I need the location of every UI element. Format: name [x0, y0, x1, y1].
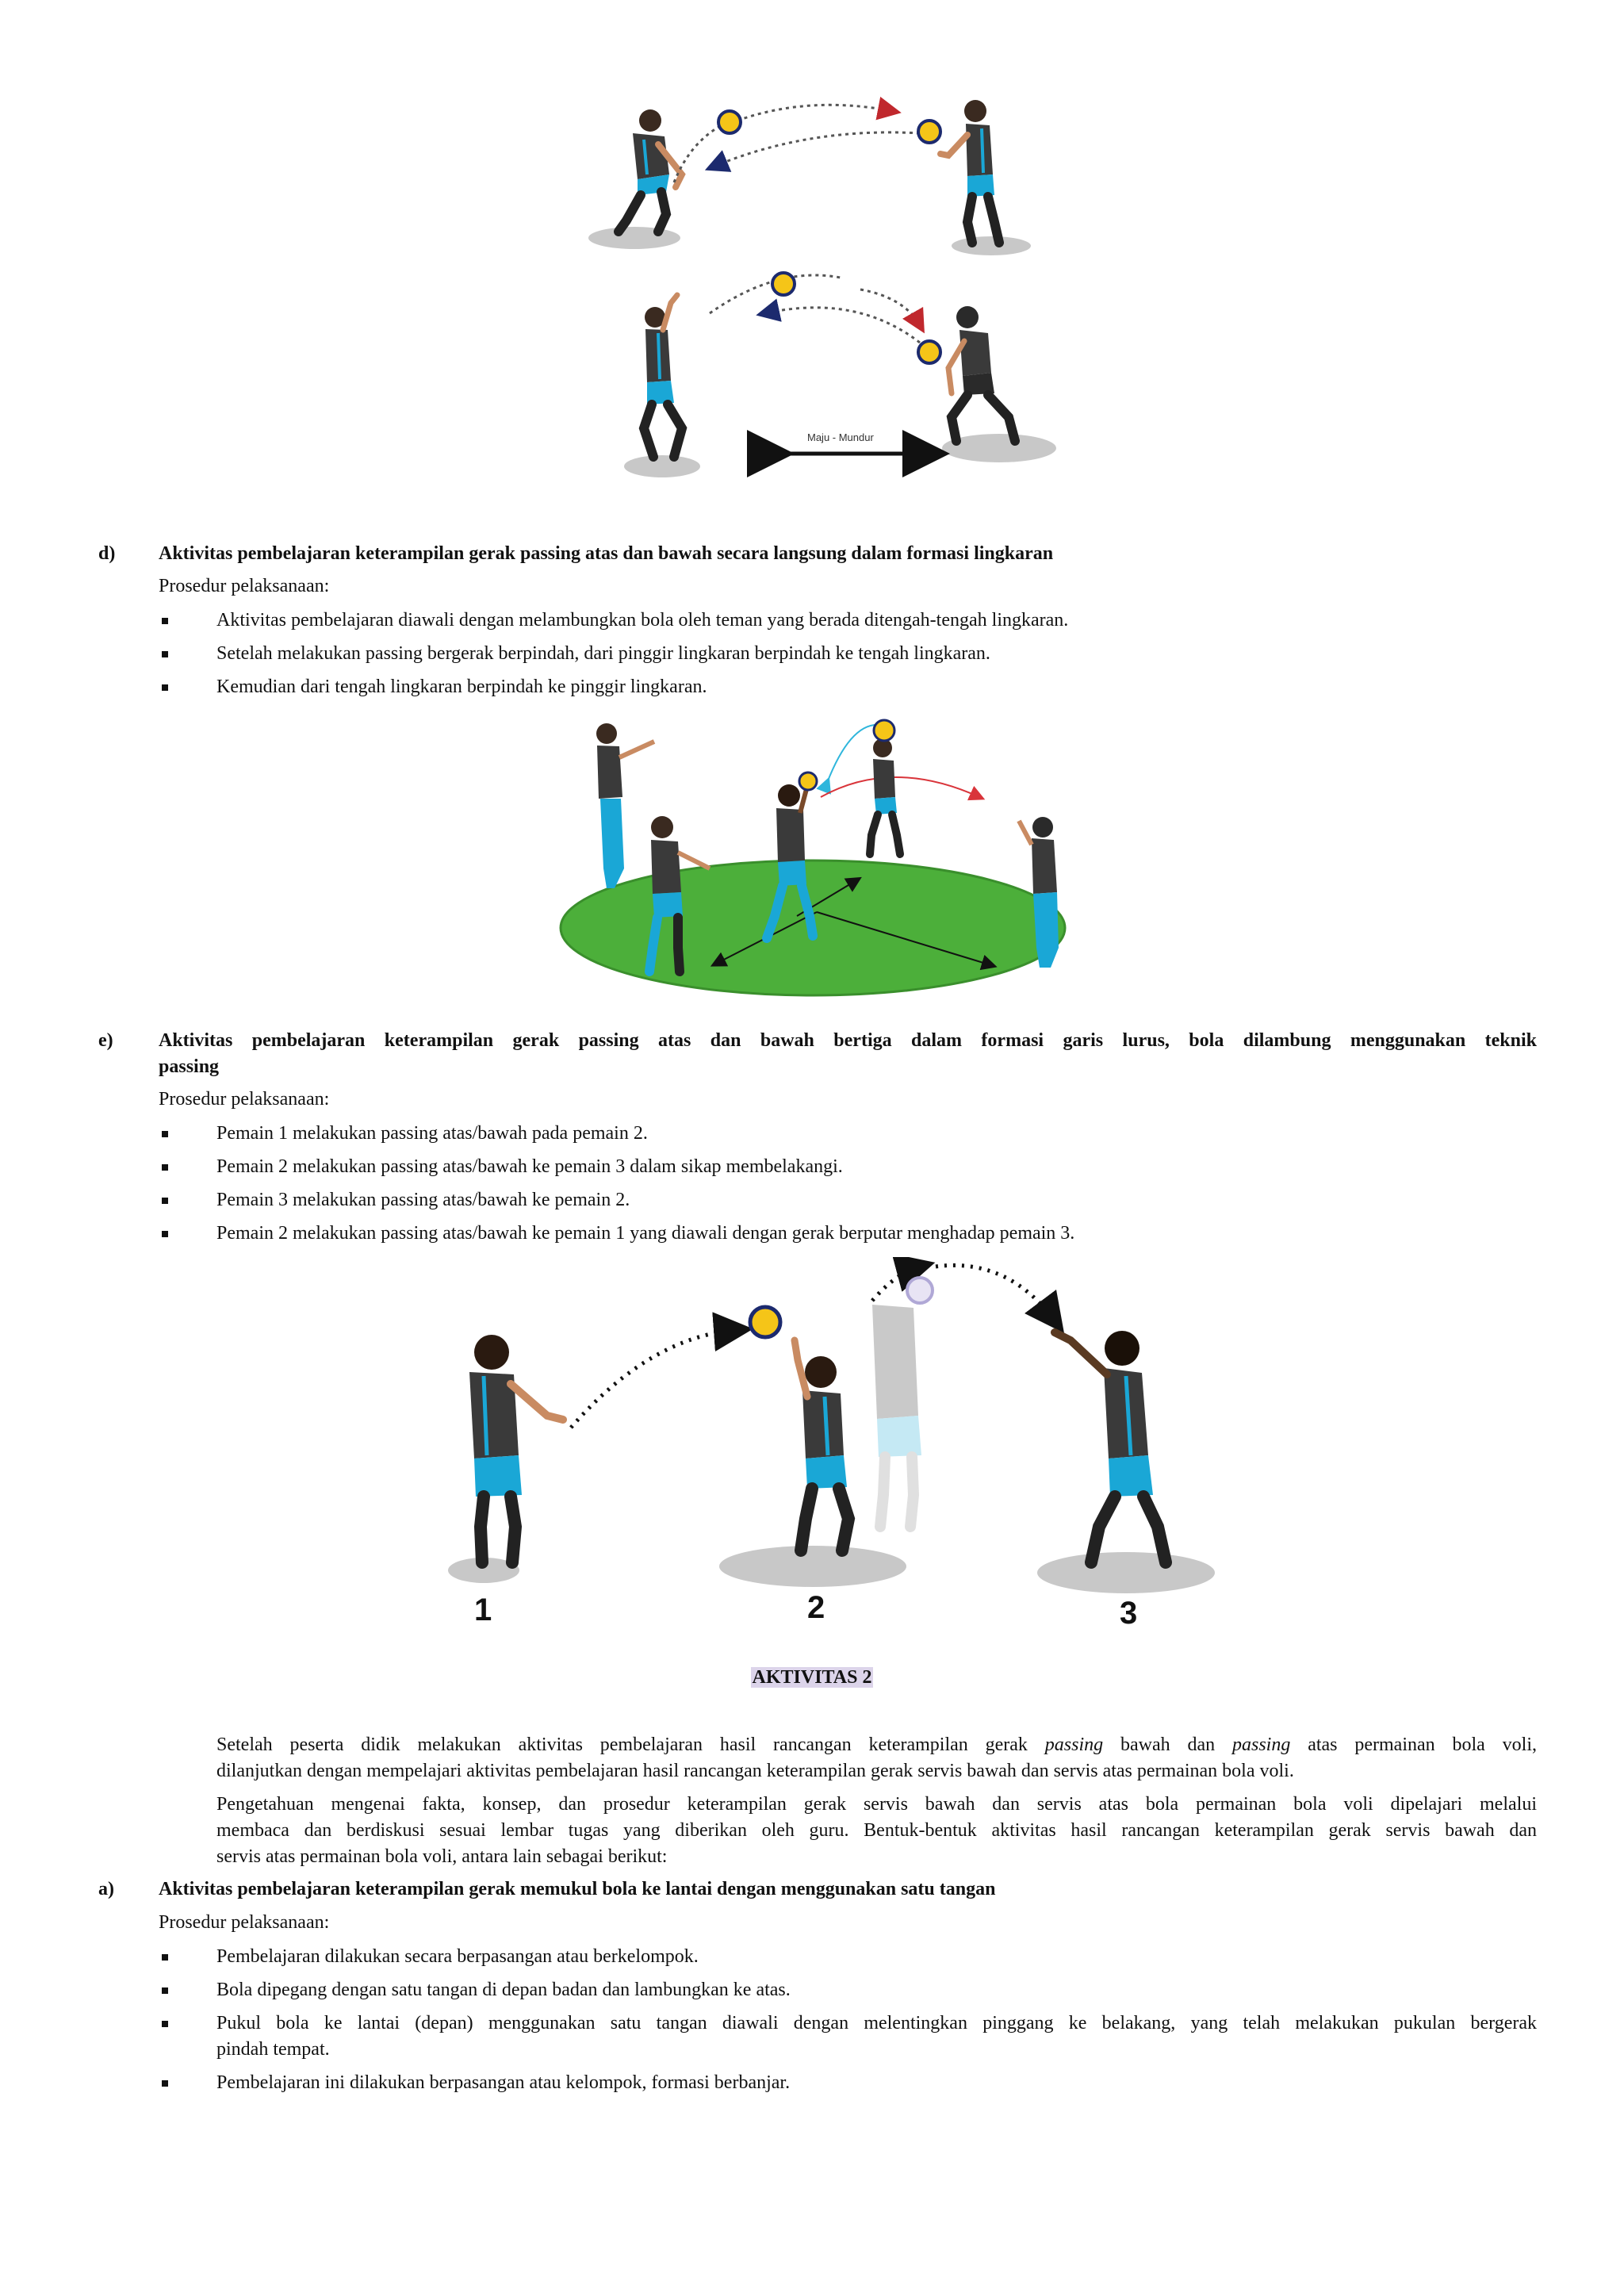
bullet	[162, 2021, 168, 2027]
player-2-ghost	[872, 1305, 921, 1532]
player-2	[791, 1336, 856, 1557]
bullet	[162, 1131, 168, 1137]
player-number-2: 2	[807, 1590, 825, 1625]
bullet	[162, 1231, 168, 1237]
bullet	[162, 1164, 168, 1171]
figure-circle-formation	[559, 719, 1067, 997]
player-bottom-right	[945, 306, 1020, 446]
section-a-procedure-label: Prosedur pelaksanaan:	[159, 1912, 330, 1933]
section-a-marker: a)	[98, 1879, 114, 1899]
list-item: Pemain 1 melakukan passing atas/bawah pa…	[216, 1123, 648, 1144]
figure-passing-pairs: Maju - Mundur	[588, 96, 1056, 477]
section-d-procedure-label: Prosedur pelaksanaan:	[159, 576, 330, 596]
bullet	[162, 1987, 168, 1994]
section-d-title: Aktivitas pembelajaran keterampilan gera…	[159, 543, 1054, 564]
bullet	[162, 1198, 168, 1204]
section-e-marker: e)	[98, 1030, 113, 1051]
bullet	[162, 1954, 168, 1961]
player-left	[645, 816, 711, 976]
bullet	[162, 651, 168, 657]
player-top-right	[937, 100, 1004, 247]
section-e-procedure-label: Prosedur pelaksanaan:	[159, 1089, 330, 1110]
player-far-left	[596, 723, 656, 888]
list-item: Pembelajaran ini dilakukan berpasangan a…	[216, 2072, 791, 2093]
bullet	[162, 618, 168, 624]
section-e-title-line1: Aktivitas pembelajaran keterampilan gera…	[159, 1030, 1537, 1051]
aktivitas-2-paragraph-1-line1: Setelah peserta didik melakukan aktivita…	[216, 1734, 1537, 1755]
list-item: Pukul bola ke lantai (depan) menggunakan…	[216, 2013, 1537, 2033]
player-top-left	[614, 109, 686, 236]
list-item: Pemain 2 melakukan passing atas/bawah ke…	[216, 1156, 843, 1177]
section-a-title: Aktivitas pembelajaran keterampilan gera…	[159, 1879, 996, 1899]
player-bottom-left	[638, 292, 688, 462]
list-item: Pemain 3 melakukan passing atas/bawah ke…	[216, 1190, 630, 1210]
aktivitas-2-paragraph-2-line1: Pengetahuan mengenai fakta, konsep, dan …	[216, 1794, 1537, 1815]
aktivitas-2-heading: AKTIVITAS 2	[750, 1667, 874, 1688]
list-item: Pemain 2 melakukan passing atas/bawah ke…	[216, 1223, 1075, 1244]
list-item: Kemudian dari tengah lingkaran berpindah…	[216, 677, 707, 697]
player-1	[469, 1335, 567, 1569]
section-e-title-line2: passing	[159, 1056, 220, 1077]
section-d-marker: d)	[98, 543, 116, 564]
list-item: Pembelajaran dilakukan secara berpasanga…	[216, 1946, 699, 1967]
player-center	[762, 771, 818, 943]
list-item: Setelah melakukan passing bergerak berpi…	[216, 643, 990, 664]
player-right	[1017, 817, 1059, 968]
aktivitas-2-paragraph-1-line2: dilanjutkan dengan mempelajari aktivitas…	[216, 1761, 1294, 1781]
list-item: Aktivitas pembelajaran diawali dengan me…	[216, 610, 1069, 631]
aktivitas-2-paragraph-2-line3: servis atas permainan bola voli, antara …	[216, 1846, 668, 1867]
figure1-label: Maju - Mundur	[807, 431, 874, 443]
player-3	[1051, 1328, 1172, 1569]
player-number-1: 1	[474, 1593, 492, 1627]
figure-line-formation: 1 2 3	[448, 1257, 1215, 1631]
player-number-3: 3	[1120, 1596, 1137, 1631]
list-item: Bola dipegang dengan satu tangan di depa…	[216, 1980, 791, 2000]
bullet	[162, 684, 168, 691]
bullet	[162, 2080, 168, 2087]
player-back	[866, 719, 904, 858]
list-item-continuation: pindah tempat.	[216, 2039, 330, 2060]
aktivitas-2-paragraph-2-line2: membaca dan berdiskusi sesuai lembar tug…	[216, 1820, 1537, 1841]
